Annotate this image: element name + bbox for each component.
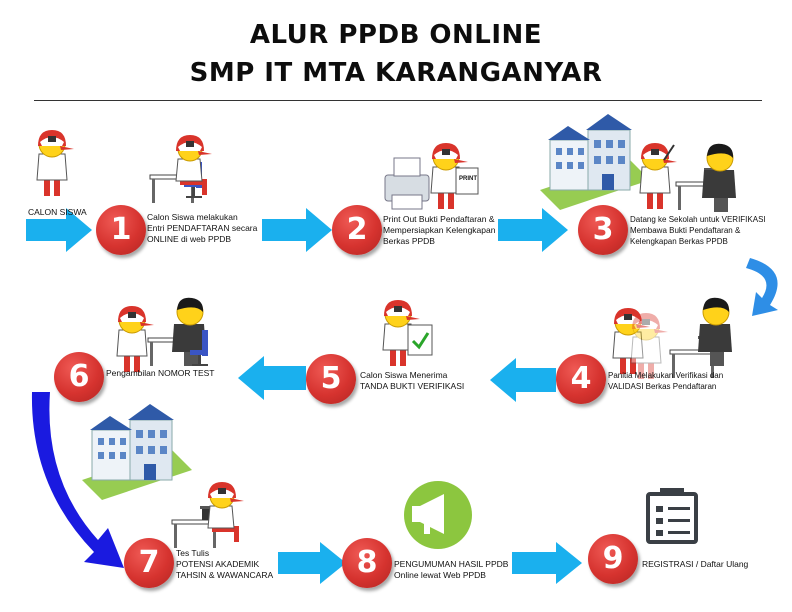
arrow-6-to-7 (31, 392, 124, 568)
step-6-badge: 6 (54, 352, 104, 402)
arrow-2-to-3 (498, 208, 568, 252)
start-label: CALON SISWA (28, 207, 87, 217)
arrow-3-to-4 (746, 258, 778, 316)
step1-computer-scene (149, 135, 212, 204)
step-2-text: Print Out Bukti Pendaftaran &Mempersiapk… (383, 214, 496, 246)
title-divider (34, 100, 762, 101)
step2-printer-scene (384, 143, 479, 210)
title-line-2: SMP IT MTA KARANGANYAR (189, 58, 603, 88)
step-3-badge: 3 (578, 205, 628, 255)
step-4-badge: 4 (556, 354, 606, 404)
step5-scene (383, 300, 433, 366)
step4-scene (613, 297, 733, 379)
step-6-text: Pengambilan NOMOR TEST (106, 368, 215, 378)
printer-paper-text: PRINT (459, 176, 477, 182)
step-8-badge: 8 (342, 538, 392, 588)
start-student-icon (37, 130, 74, 196)
arrow-4-to-5 (490, 358, 556, 402)
arrow-1-to-2 (262, 208, 332, 252)
step3-school-scene (539, 113, 737, 213)
step6-scene (117, 297, 208, 372)
arrow-7-to-8 (278, 542, 346, 584)
megaphone-icon (404, 481, 472, 549)
step-7-badge: 7 (124, 538, 174, 588)
step-9-text: REGISTRASI / Daftar Ulang (642, 559, 749, 569)
step7-school (81, 403, 193, 501)
step-2-badge: 2 (332, 205, 382, 255)
step-1-badge: 1 (96, 205, 146, 255)
step7-test-scene (171, 482, 244, 549)
arrow-5-to-6 (238, 356, 306, 400)
title-line-1: ALUR PPDB ONLINE (249, 20, 543, 50)
checklist-icon (646, 488, 698, 544)
step-9-badge: 9 (588, 534, 638, 584)
arrow-8-to-9 (512, 542, 582, 584)
arrow-start-to-1 (26, 208, 92, 252)
step-5-badge: 5 (306, 354, 356, 404)
